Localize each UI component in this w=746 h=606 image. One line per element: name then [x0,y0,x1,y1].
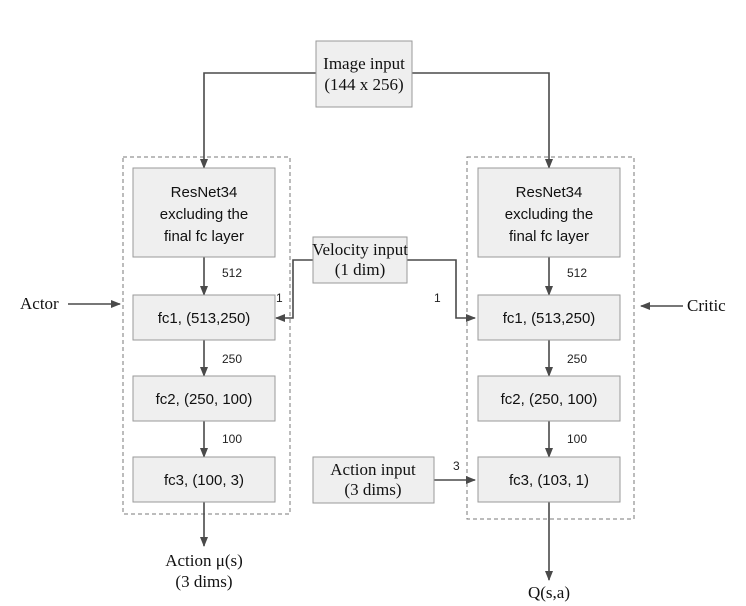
critic-fc2-box [477,375,621,422]
actor-fc1-label: fc1, (513,250) [158,310,251,327]
actor-resnet-line2: excluding the [160,206,248,223]
critic-resnet-line3: final fc layer [509,228,589,245]
velocity-input-line1: Velocity input [312,240,408,259]
critic-resnet-line2: excluding the [505,206,593,223]
action-input-box [312,456,435,504]
critic-edge-velocity-1: 1 [434,291,441,305]
image-input-box [315,40,413,108]
critic-edge-action-3: 3 [453,459,460,473]
arrow-image-to-critic-resnet [412,72,553,169]
critic-output-label: Q(s,a) [528,583,570,602]
actor-fc3-box [132,456,276,503]
actor-edge-velocity-1: 1 [276,291,283,305]
actor-group [122,156,291,515]
actor-fc3-label: fc3, (100, 3) [164,472,244,489]
image-input-node: Image input (144 x 256) [315,40,413,108]
critic-edge-512: 512 [567,266,587,280]
actor-fc2-box [132,375,276,422]
critic-fc1-box [477,294,621,341]
critic-edge-250: 250 [567,352,587,366]
actor-fc1-box [132,294,276,341]
critic-fc3-box [477,456,621,503]
velocity-input-node: Velocity input (1 dim) [312,236,408,284]
critic-group [466,156,635,520]
critic-resnet-box [477,167,621,258]
actor-edge-100: 100 [222,432,242,446]
actor-resnet-line1: ResNet34 [171,184,238,201]
actor-output-line2: (3 dims) [175,572,232,591]
actor-resnet-box [132,167,276,258]
actor-network: ResNet34 excluding the final fc layer fc… [20,167,283,591]
action-input-line1: Action input [330,460,416,479]
action-input-node: Action input (3 dims) [312,456,435,504]
actor-side-label: Actor [20,294,59,313]
arrow-velocity-to-critic-fc1 [407,259,476,322]
critic-resnet-line1: ResNet34 [516,184,583,201]
actor-edge-512: 512 [222,266,242,280]
arrow-velocity-to-actor-fc1 [275,259,313,322]
actor-fc2-label: fc2, (250, 100) [156,391,253,408]
arrow-image-to-actor-resnet [200,72,316,169]
critic-edge-100: 100 [567,432,587,446]
image-input-line1: Image input [323,54,405,73]
critic-side-label: Critic [687,296,726,315]
actor-edge-250: 250 [222,352,242,366]
critic-fc2-label: fc2, (250, 100) [501,391,598,408]
critic-fc3-label: fc3, (103, 1) [509,472,589,489]
connections [68,72,683,581]
velocity-input-box [312,236,408,284]
action-input-line2: (3 dims) [344,480,401,499]
velocity-input-line2: (1 dim) [335,260,386,279]
image-input-line2: (144 x 256) [324,75,403,94]
critic-network: ResNet34 excluding the final fc layer fc… [434,167,726,602]
actor-output-line1: Action μ(s) [165,551,243,570]
critic-fc1-label: fc1, (513,250) [503,310,596,327]
actor-resnet-line3: final fc layer [164,228,244,245]
